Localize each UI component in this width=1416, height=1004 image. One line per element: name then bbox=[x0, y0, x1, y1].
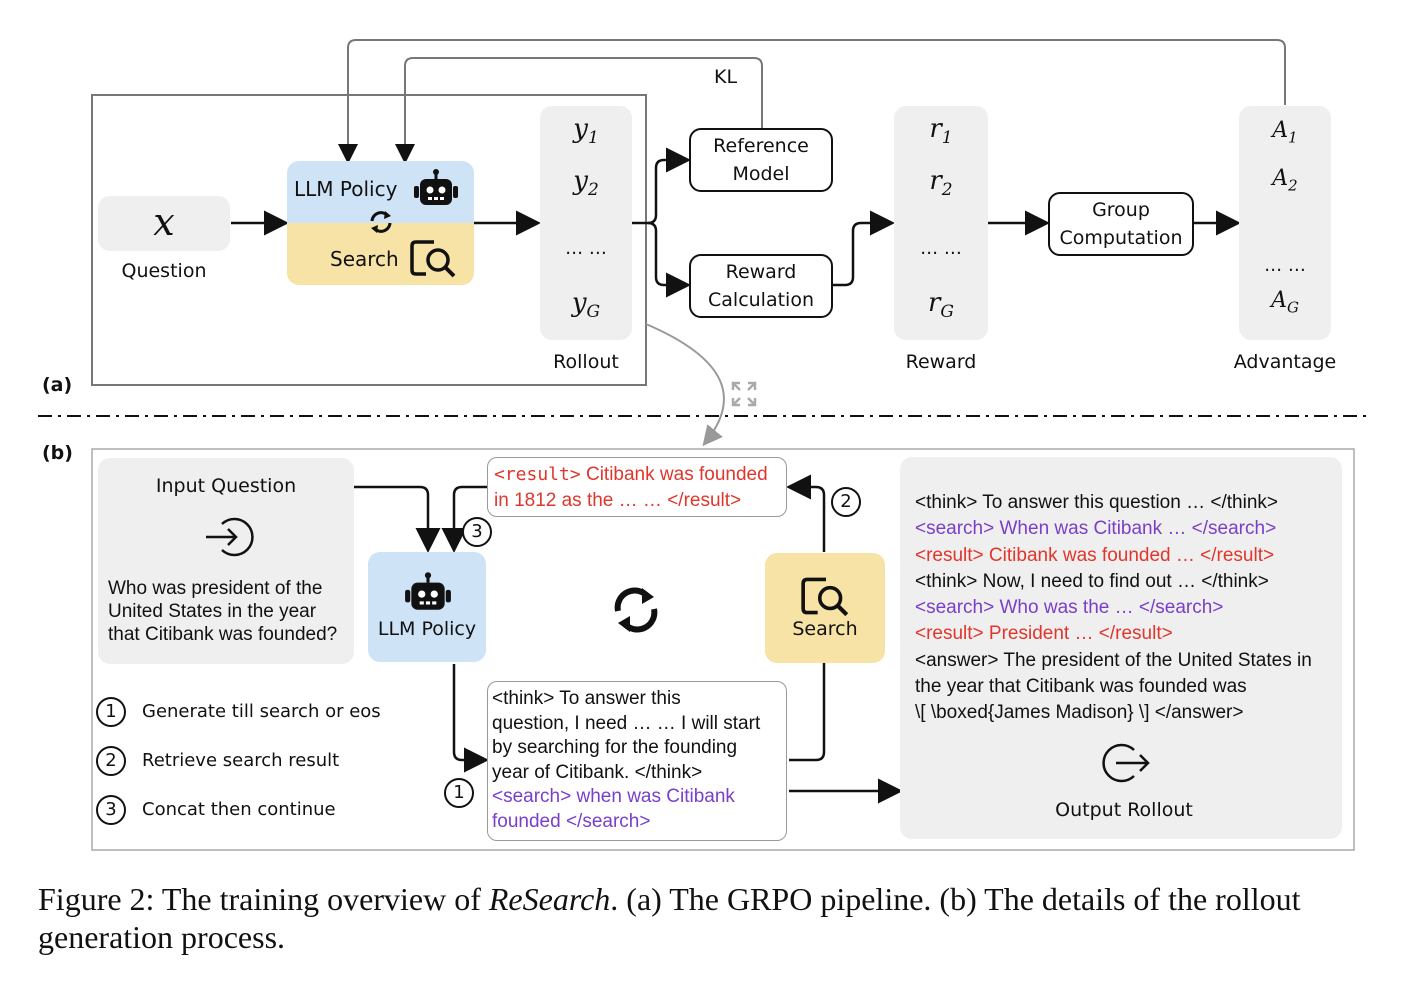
reward-ellipsis: … … bbox=[920, 238, 962, 259]
advantage-A2: A2 bbox=[1272, 166, 1298, 195]
expand-icon bbox=[730, 380, 758, 412]
question-symbol: x bbox=[153, 200, 175, 244]
question-node bbox=[98, 196, 230, 251]
think-line-4: year of Citibank. </think> bbox=[492, 761, 703, 783]
search-half bbox=[287, 223, 474, 285]
step-3-marker: 3 bbox=[462, 517, 492, 547]
loop-icon bbox=[608, 585, 664, 639]
step-3-num: 3 bbox=[96, 795, 126, 825]
input-to-policy-arrow bbox=[354, 485, 441, 553]
rollout-to-reference-arrow bbox=[632, 147, 691, 225]
search-label-b: Search bbox=[792, 618, 858, 640]
search-icon-a bbox=[408, 238, 460, 282]
result-line-2: in 1812 as the … … </result> bbox=[494, 490, 742, 511]
output-rollout-node bbox=[900, 457, 1342, 839]
zoom-curve-arrow bbox=[645, 323, 725, 447]
rollout-y1: y1 bbox=[573, 114, 599, 149]
step-1-num: 1 bbox=[96, 697, 126, 727]
step-2-text: Retrieve search result bbox=[142, 750, 340, 771]
advantage-node bbox=[1239, 106, 1331, 340]
rollout-ellipsis: … … bbox=[565, 238, 607, 259]
step-3-text: Concat then continue bbox=[142, 799, 336, 820]
reward-rG: rG bbox=[927, 288, 955, 323]
question-label: Question bbox=[121, 260, 207, 282]
caption-suffix: . (a) The GRPO pipeline. (b) The details… bbox=[38, 881, 1301, 955]
reward-calc-to-reward-arrow bbox=[832, 210, 895, 287]
output-rollout-text: <think> To answer this question … </thin… bbox=[915, 490, 1312, 727]
advantage-A1: A1 bbox=[1272, 118, 1298, 147]
output-line-8: the year that Citibank was founded was bbox=[915, 676, 1247, 698]
robot-icon-b bbox=[403, 571, 453, 617]
rollout-node bbox=[540, 106, 632, 340]
reward-label: Reward bbox=[905, 351, 977, 373]
kl-feedback-arrow bbox=[395, 57, 763, 164]
search-label-a: Search bbox=[330, 247, 399, 271]
rollout-label: Rollout bbox=[553, 351, 619, 373]
output-line-6: <result> President … </result> bbox=[915, 623, 1173, 645]
output-line-7: <answer> The president of the United Sta… bbox=[915, 649, 1312, 671]
panel-b-tag: (b) bbox=[42, 442, 73, 464]
think-line-1: <think> To answer this bbox=[492, 688, 681, 709]
output-line-1: <think> To answer this question … </thin… bbox=[915, 492, 1278, 513]
reward-node bbox=[894, 106, 988, 340]
output-line-9: \[ \boxed{James Madison} \] </answer> bbox=[915, 702, 1244, 724]
exit-icon bbox=[1098, 740, 1152, 790]
result-open-tag: <result> bbox=[494, 464, 581, 485]
rollout-to-reward-calc-arrow bbox=[647, 221, 691, 298]
input-question-text: Who was president of the United States i… bbox=[108, 578, 338, 645]
result-line-1: Citibank was founded bbox=[580, 464, 768, 485]
output-rollout-label: Output Rollout bbox=[1055, 799, 1193, 821]
rollout-yG: yG bbox=[571, 288, 601, 323]
advantage-feedback-arrow bbox=[338, 39, 1286, 164]
step-1-text: Generate till search or eos bbox=[142, 701, 381, 722]
think-line-3: by searching for the founding bbox=[492, 737, 738, 758]
caption-prefix: Figure 2: The training overview of bbox=[38, 881, 489, 917]
advantage-AG: AG bbox=[1271, 288, 1299, 317]
kl-label: KL bbox=[714, 66, 738, 88]
figure-caption: Figure 2: The training overview of ReSea… bbox=[38, 880, 1388, 956]
policy-to-think-arrow bbox=[452, 664, 489, 773]
enter-icon bbox=[204, 514, 258, 564]
think-search-line-2: founded </search> bbox=[492, 810, 651, 832]
input-question-node bbox=[98, 458, 354, 664]
panel-b-frame bbox=[91, 448, 1355, 851]
think-search-line-1: <search> when was Citibank bbox=[492, 786, 735, 807]
llm-policy-label: LLM Policy bbox=[294, 177, 398, 201]
result-box: <result> Citibank was founded in 1812 as… bbox=[487, 457, 787, 517]
rollout-y2: y2 bbox=[573, 166, 599, 201]
panel-a-tag: (a) bbox=[42, 374, 73, 396]
input-question-title: Input Question bbox=[155, 475, 297, 497]
step-1-marker: 1 bbox=[444, 778, 474, 808]
output-line-3: <result> Citibank was founded … </result… bbox=[915, 544, 1275, 566]
think-to-search-arrow bbox=[789, 637, 837, 762]
search-icon-b bbox=[799, 575, 853, 621]
think-line-2: question, I need … … I will start bbox=[492, 712, 761, 734]
panel-a-frame bbox=[91, 94, 647, 386]
think-box: <think> To answer this question, I need … bbox=[487, 681, 787, 841]
step-2-num: 2 bbox=[96, 746, 126, 776]
step-2-marker: 2 bbox=[831, 487, 861, 517]
result-to-policy-arrow bbox=[441, 485, 487, 553]
llm-policy-label-b: LLM Policy bbox=[377, 618, 477, 640]
advantage-label: Advantage bbox=[1233, 351, 1337, 373]
advantage-ellipsis: … … bbox=[1264, 255, 1306, 276]
reward-r2: r2 bbox=[929, 166, 953, 201]
cycle-icon bbox=[366, 208, 396, 240]
search-to-result-arrow bbox=[786, 474, 826, 552]
reward-r1: r1 bbox=[929, 114, 953, 149]
output-line-5: <search> Who was the … </search> bbox=[915, 597, 1224, 619]
caption-name: ReSearch bbox=[488, 881, 611, 917]
output-line-4: <think> Now, I need to find out … </thin… bbox=[915, 570, 1269, 592]
robot-icon bbox=[412, 168, 460, 212]
output-line-2: <search> When was Citibank … </search> bbox=[915, 518, 1277, 540]
